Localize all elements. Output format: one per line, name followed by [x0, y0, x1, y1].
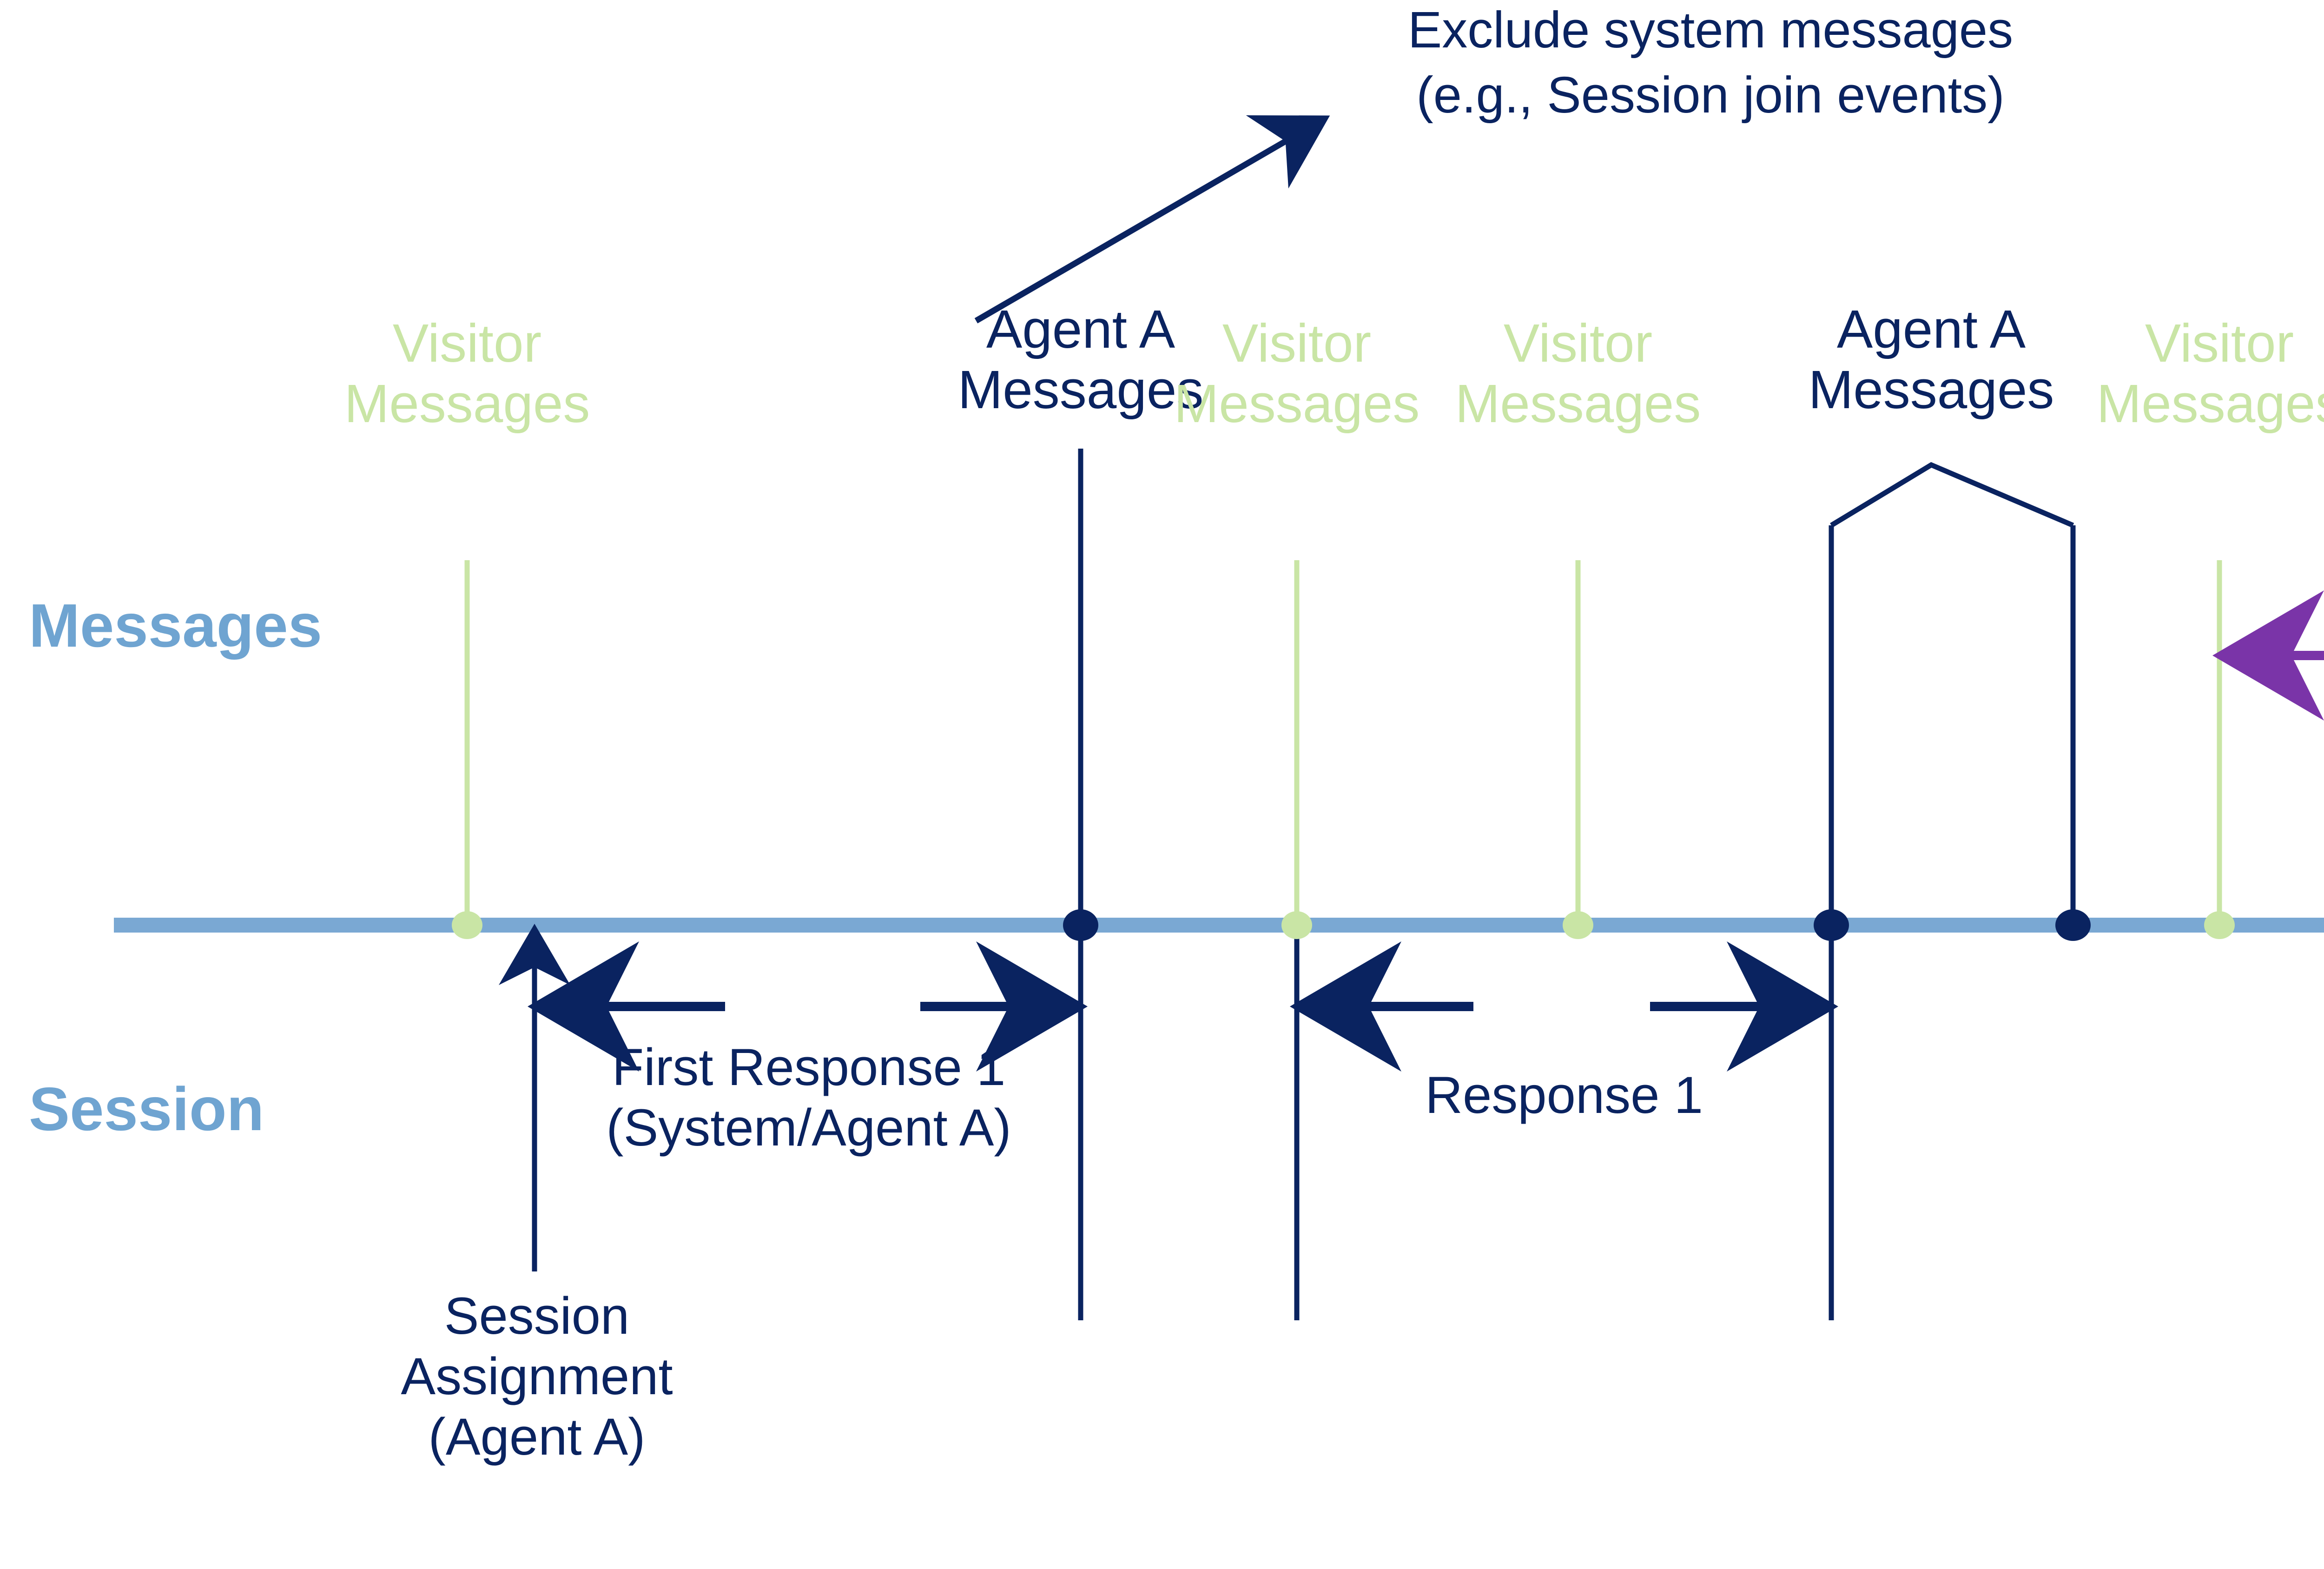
- event-dot-e3[interactable]: [1281, 911, 1312, 939]
- event-label-e2-line1: Agent A: [986, 299, 1175, 359]
- event-dot-e7[interactable]: [2204, 911, 2235, 939]
- event-label-e7-line1: Visitor: [2145, 313, 2294, 373]
- event-dots-group: [452, 909, 2235, 941]
- event-label-e5-line2: Messages: [1808, 359, 2054, 420]
- lane-title-messages: Messages: [29, 591, 323, 660]
- event-label-e3-line1: Visitor: [1222, 313, 1372, 373]
- session-assignment-label-line1: Session: [444, 1287, 630, 1345]
- session-assignment-label-line3: (Agent A): [428, 1408, 646, 1466]
- event-dot-e6[interactable]: [2055, 909, 2091, 941]
- measure-label-first-response-1-line1: First Response 1: [612, 1038, 1006, 1096]
- event-label-e3-line2: Messages: [1174, 373, 1420, 434]
- event-label-e5-line1: Agent A: [1836, 299, 2026, 359]
- event-label-e4-line2: Messages: [1455, 373, 1701, 434]
- event-label-e1-line2: Messages: [344, 373, 590, 434]
- agent-messages-brace: [1830, 462, 2074, 528]
- event-dot-e4[interactable]: [1563, 911, 1593, 939]
- measure-label-first-response-1-line2: (System/Agent A): [606, 1099, 1011, 1157]
- event-dot-e2[interactable]: [1063, 909, 1098, 941]
- event-label-e7-line2: Messages: [2096, 373, 2324, 434]
- measure-label-response-2: Response 2: [2087, 697, 2324, 759]
- event-dot-e1[interactable]: [452, 911, 482, 939]
- event-stems-group: [464, 449, 2222, 1320]
- event-label-e4-line1: Visitor: [1503, 313, 1653, 373]
- session-assignment-label-line2: Assignment: [401, 1347, 673, 1405]
- exclude-system-messages-arrow: [974, 115, 1330, 324]
- annotation-line-2: (e.g., Session join events): [1416, 66, 2005, 124]
- lane-title-session: Session: [29, 1075, 264, 1143]
- annotation-line-1: Exclude system messages: [1407, 1, 2014, 59]
- event-label-e1-line1: Visitor: [392, 313, 542, 373]
- measure-label-response-1: Response 1: [1425, 1066, 1703, 1124]
- event-label-e2-line2: Messages: [957, 359, 1204, 420]
- event-dot-e5[interactable]: [1814, 909, 1849, 941]
